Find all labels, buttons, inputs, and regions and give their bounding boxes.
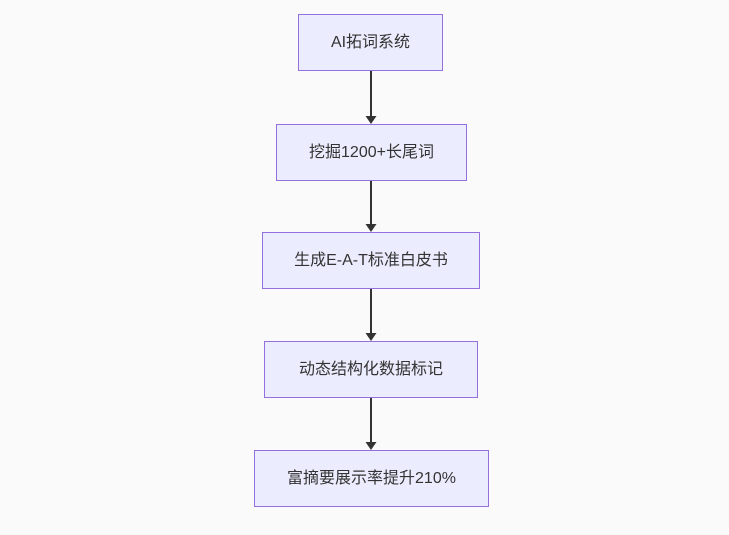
flow-node-label: 富摘要展示率提升210% — [287, 469, 456, 487]
flow-node-label: 动态结构化数据标记 — [298, 360, 443, 378]
flow-node-label: 挖掘1200+长尾词 — [309, 143, 434, 161]
flow-arrow-3-4 — [365, 289, 377, 341]
flow-node-label: AI拓词系统 — [330, 33, 411, 51]
flow-arrow-2-3 — [365, 181, 377, 232]
flow-arrow-4-5 — [365, 398, 377, 450]
flow-node-structured-data-markup: 动态结构化数据标记 — [264, 341, 478, 398]
flow-node-ai-word-expansion: AI拓词系统 — [298, 14, 443, 71]
flow-node-rich-snippet-rate: 富摘要展示率提升210% — [254, 450, 489, 507]
flow-node-label: 生成E-A-T标准白皮书 — [294, 251, 448, 269]
flow-arrow-1-2 — [365, 71, 377, 124]
flow-node-eat-whitepaper: 生成E-A-T标准白皮书 — [262, 232, 480, 289]
flow-node-longtail-mining: 挖掘1200+长尾词 — [276, 124, 467, 181]
